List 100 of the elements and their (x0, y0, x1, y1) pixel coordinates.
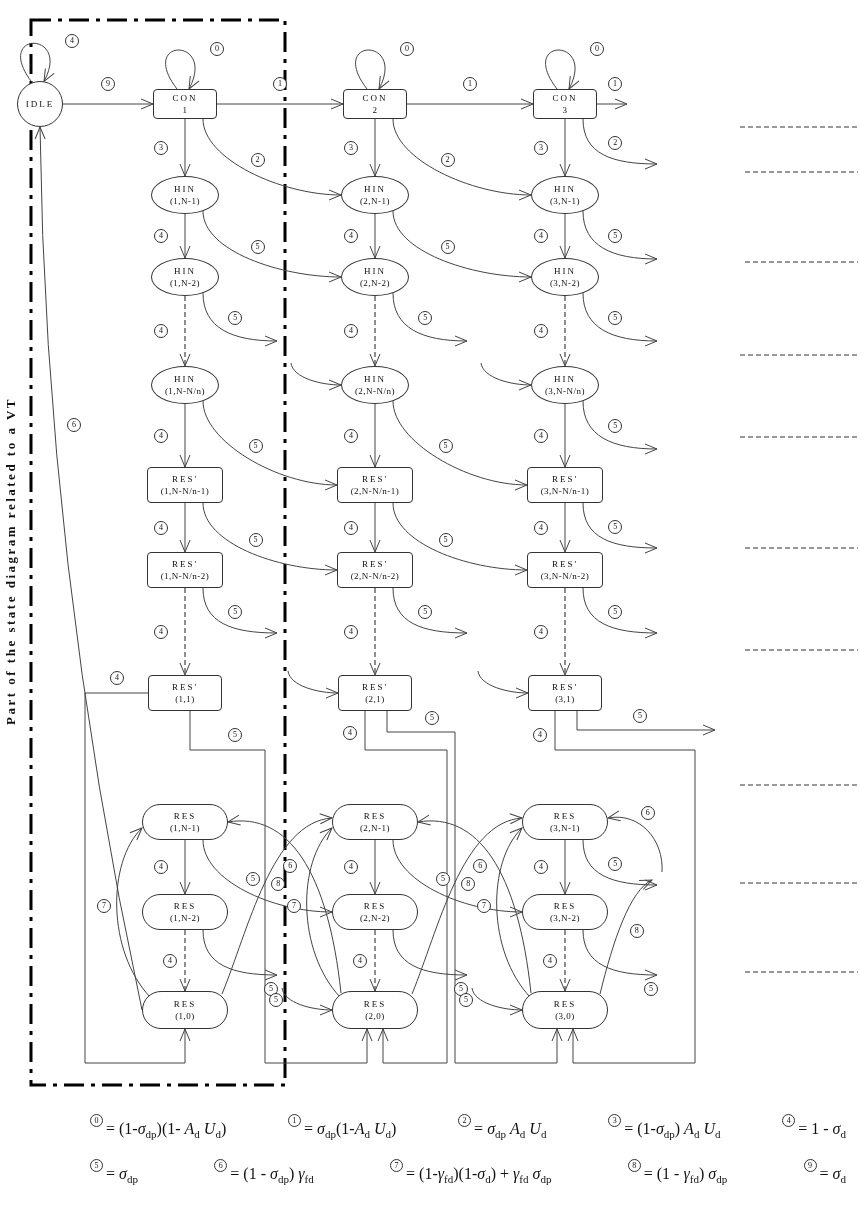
edge-label: 4 (344, 428, 358, 443)
arrow (582, 292, 658, 347)
arrow (287, 670, 339, 699)
edge-label: 5 (425, 711, 439, 725)
edge-label: 4 (534, 860, 548, 874)
edge-label: 4 (353, 953, 367, 968)
edge-label: 4 (110, 671, 124, 685)
arrow (582, 587, 658, 639)
state-index: (3,N-2) (549, 277, 581, 289)
edge-label: 1 (463, 77, 477, 91)
edge-label: 5 (440, 240, 455, 255)
edge-label: 7 (477, 899, 491, 913)
arrow (392, 929, 468, 981)
arrow (179, 839, 191, 895)
edge-label: 4 (154, 520, 168, 535)
state-name: HIN (364, 373, 386, 385)
edge-label: 5 (418, 311, 433, 326)
edge-label: 4 (543, 953, 557, 968)
state-box (142, 804, 228, 840)
edge-label: 5 (608, 311, 623, 326)
arrow (559, 502, 571, 553)
state-index: (2,N-1) (359, 822, 391, 834)
arrow (306, 827, 341, 998)
state-name: RES (363, 900, 387, 912)
state-name: RES (553, 998, 577, 1010)
arrow (165, 49, 199, 90)
edge-label: 5 (608, 604, 623, 619)
state-box (522, 894, 608, 930)
arrow (582, 839, 658, 891)
arrow (582, 400, 658, 455)
arrow (559, 213, 571, 259)
edge-label: 0 (400, 42, 414, 56)
formula: = σ$_{d}$ (819, 1163, 846, 1185)
state-index: 1 (182, 104, 188, 116)
edge-label: 4 (534, 229, 548, 243)
state-name: CON (362, 92, 388, 104)
arrow (559, 929, 571, 992)
arrow (559, 839, 571, 895)
arrow (406, 98, 534, 110)
state-index: (2,N-N/n) (354, 385, 396, 397)
edge-label: 5 (246, 872, 260, 886)
edge-label: 5 (248, 439, 263, 454)
state-box (527, 467, 603, 503)
state-index: (1,N-2) (169, 277, 201, 289)
edge-label: 4 (154, 860, 168, 874)
state-name: CON (172, 92, 198, 104)
arrow (202, 839, 333, 917)
edge-label: 4 (65, 34, 79, 48)
arrow (596, 98, 628, 110)
edge-label: 5 (644, 982, 658, 996)
edge-label: 5 (228, 604, 243, 619)
arrow (559, 118, 571, 177)
state-index: (3,N-N/n) (544, 385, 586, 397)
arrow (392, 400, 528, 490)
edge-label: 5 (608, 419, 623, 434)
state-name: HIN (554, 183, 576, 195)
state-name: RES (553, 810, 577, 822)
edge-label: 5 (248, 532, 263, 547)
arrow (392, 210, 532, 283)
edge-label: 4 (343, 726, 357, 740)
state-index: (3,N-2) (549, 912, 581, 924)
arrow (554, 710, 696, 1064)
edge-label: 5 (228, 311, 243, 326)
edge-label: 0 (590, 42, 604, 56)
state-name: RES' (171, 473, 199, 485)
edge-label: 4 (344, 324, 358, 338)
state-index: (1,N-1) (169, 822, 201, 834)
edge-label: 1 (273, 77, 287, 91)
arrow (369, 502, 381, 553)
state-box (142, 991, 228, 1029)
state-index: (1,1) (175, 693, 195, 705)
edge-label: 5 (459, 993, 473, 1007)
state-box (147, 467, 223, 503)
arrow (62, 98, 154, 110)
state-box (527, 552, 603, 588)
edge-label: 3 (534, 140, 548, 155)
arrow (202, 292, 278, 347)
arrow (369, 403, 381, 468)
state-name: CON (552, 92, 578, 104)
state-name: HIN (554, 373, 576, 385)
state-index: (3,N-N/n-2) (540, 570, 590, 582)
formula: = (1 - σ$_{dp}$) γ$_{fd}$ (230, 1163, 314, 1185)
edge-label: 8 (271, 876, 286, 891)
edge-label: 5 (608, 856, 623, 871)
arrow (179, 502, 191, 553)
state-index: (3,1) (555, 693, 575, 705)
arrow (559, 587, 571, 676)
state-box (522, 991, 608, 1029)
edge-label: 3 (154, 140, 168, 155)
state-box (338, 675, 412, 711)
arrow (202, 502, 338, 576)
formula: = 1 - σ$_{d}$ (798, 1118, 846, 1140)
arrow (386, 710, 563, 1064)
state-box (153, 89, 217, 119)
vertical-caption: Part of the state diagram related to a VT (3, 396, 19, 727)
state-name: RES' (551, 681, 579, 693)
arrow (582, 929, 658, 981)
state-name: RES' (361, 558, 389, 570)
arrow (202, 929, 278, 981)
arrow (582, 210, 658, 265)
